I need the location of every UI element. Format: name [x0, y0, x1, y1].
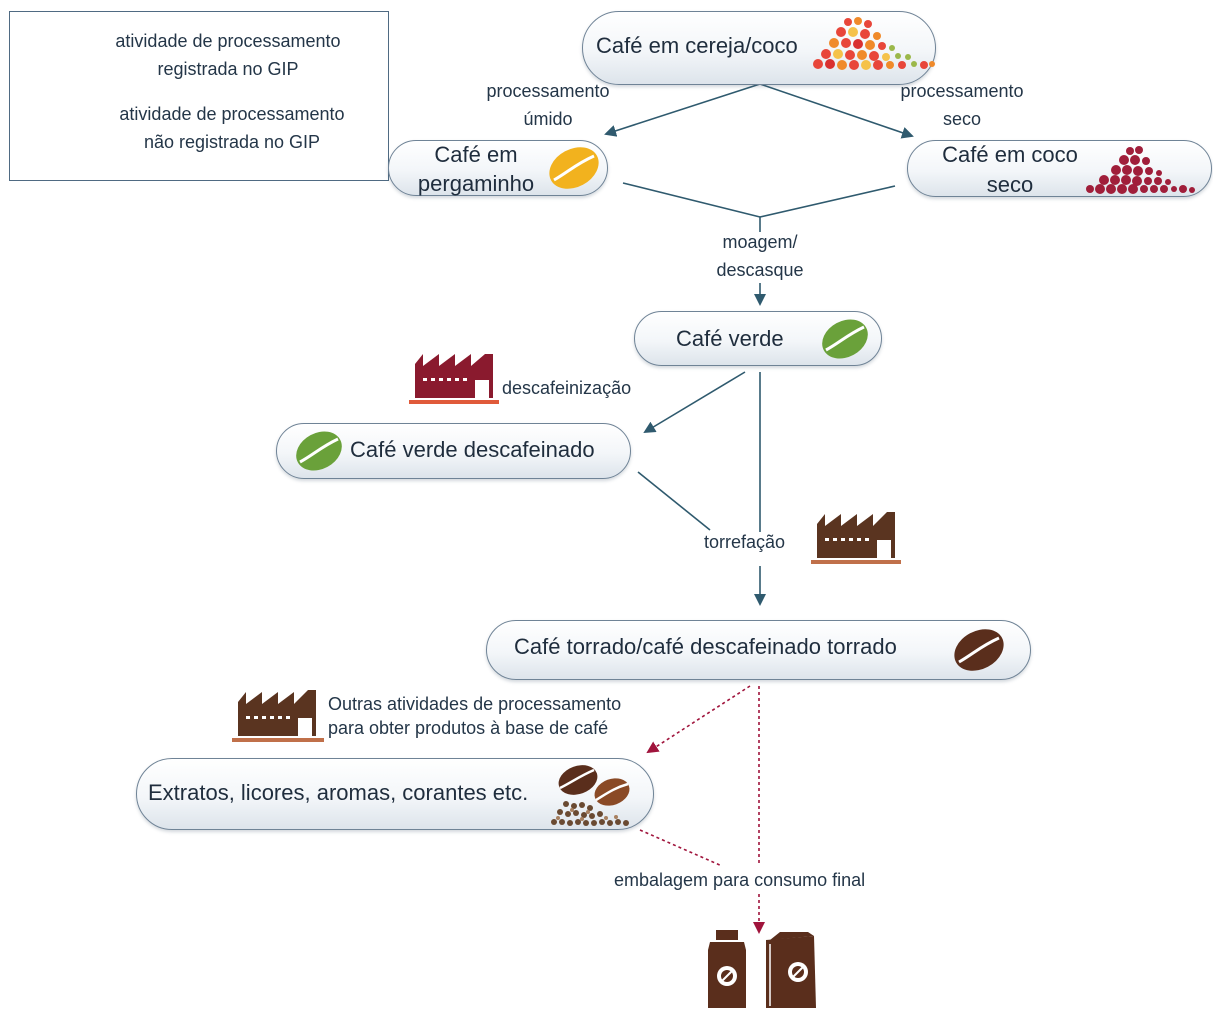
descafeinado-to-torrefacao-line	[637, 471, 711, 531]
node-pergaminho-line2: pergaminho	[417, 171, 535, 196]
packaging-icon	[708, 930, 816, 1008]
roasted-bean-icon	[954, 629, 1004, 671]
outras-arrow	[646, 685, 751, 754]
label-umido-line2: úmido	[523, 109, 573, 129]
node-cafe-verde-label: Café verde	[676, 326, 784, 351]
label-outras-atividades: Outras atividades de processamento para …	[328, 692, 621, 740]
merge-line-right	[759, 185, 896, 218]
label-seco-line1: processamento	[900, 81, 1024, 101]
label-outras-line1: Outras atividades de processamento	[328, 694, 622, 714]
legend-registered-line2: registrada no GIP	[157, 59, 299, 79]
node-cafe-pergaminho-label: Café em pergaminho	[405, 140, 547, 198]
unregistered-connectors	[639, 685, 765, 934]
label-moagem-descasque: moagem/ descasque	[698, 228, 822, 284]
split-line-right	[759, 83, 914, 139]
node-extratos-label: Extratos, licores, aromas, corantes etc.	[148, 780, 529, 805]
factory-icon-torrefacao	[811, 512, 901, 564]
label-umido-line1: processamento	[486, 81, 610, 101]
label-processamento-seco: processamento seco	[884, 77, 1040, 133]
node-cafe-coco-seco	[907, 140, 1212, 197]
label-moagem-line2: descasque	[716, 260, 804, 280]
factory-icon-descafeinizacao	[409, 354, 499, 404]
label-moagem-line1: moagem/	[722, 232, 798, 252]
label-torrefacao: torrefação	[704, 532, 786, 552]
legend-unregistered-line2: não registrada no GIP	[143, 132, 321, 152]
legend-registered-line1: atividade de processamento	[115, 31, 341, 51]
descafeinizacao-arrow	[643, 371, 746, 434]
node-coco-seco-line2: seco	[986, 172, 1034, 197]
factory-icon-outras	[232, 690, 324, 742]
split-line-left	[604, 83, 761, 137]
label-seco-line2: seco	[942, 109, 982, 129]
label-processamento-umido: processamento úmido	[470, 77, 626, 133]
label-embalagem: embalagem para consumo final	[614, 870, 866, 890]
legend-unregistered-label: atividade de processamento não registrad…	[92, 100, 372, 156]
legend-unregistered-line1: atividade de processamento	[119, 104, 345, 124]
extratos-to-embalagem-line	[639, 829, 723, 867]
node-cafe-torrado-label: Café torrado/café descafeinado torrado	[514, 634, 897, 659]
dried-cherries-icon	[1086, 146, 1195, 194]
green-bean-icon	[822, 319, 868, 359]
coffee-products-icon	[551, 765, 630, 826]
green-bean-icon-decaf	[296, 431, 342, 471]
label-outras-line2: para obter produtos à base de café	[328, 718, 609, 738]
node-coco-seco-line1: Café em coco	[942, 142, 1078, 167]
registered-connectors	[604, 83, 914, 606]
label-descafeinizacao: descafeinização	[502, 378, 632, 398]
legend-registered-label: atividade de processamento registrada no…	[88, 27, 368, 83]
node-cafe-torrado	[486, 620, 1031, 680]
cherries-icon	[813, 17, 935, 70]
node-cafe-verde-descafeinado-label: Café verde descafeinado	[350, 437, 595, 462]
yellow-bean-icon	[549, 147, 599, 189]
node-cafe-cereja	[582, 11, 936, 85]
node-cafe-cereja-label: Café em cereja/coco	[596, 33, 798, 58]
node-cafe-coco-seco-label: Café em coco seco	[932, 140, 1088, 200]
merge-line-left	[622, 182, 761, 218]
legend-box	[9, 11, 389, 181]
node-cafe-verde-descafeinado	[276, 423, 631, 479]
node-pergaminho-line1: Café em	[434, 142, 518, 167]
